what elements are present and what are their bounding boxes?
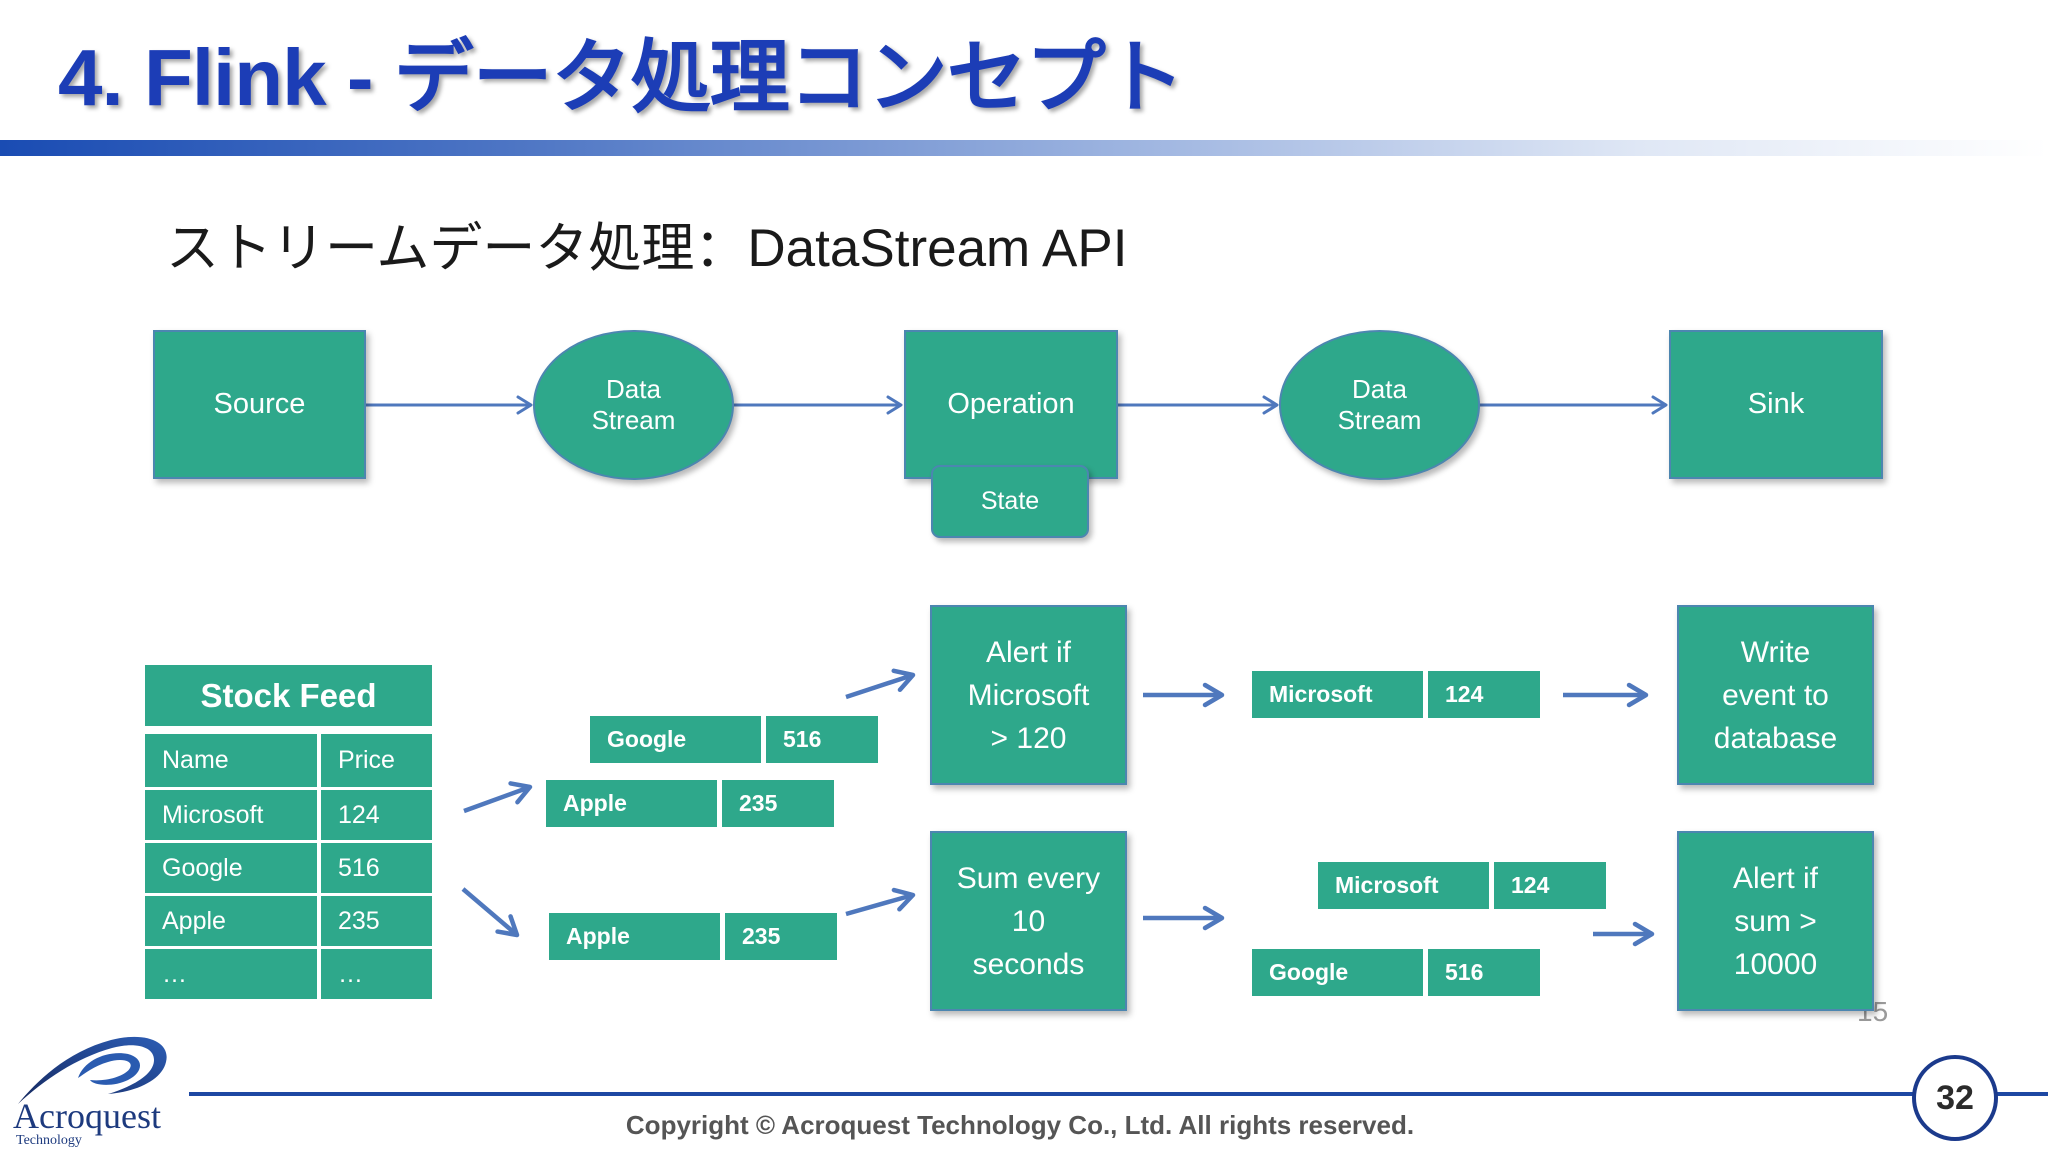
table-cell-price: … <box>321 949 432 999</box>
table-cell-price: 235 <box>321 896 432 946</box>
write-sink-label: Write event to database <box>1713 635 1838 755</box>
event-name: Microsoft <box>1318 862 1489 909</box>
event-name: Apple <box>549 913 720 960</box>
event-price: 235 <box>722 780 834 827</box>
arrow-alert-inputs-to-alert-operation <box>845 668 916 700</box>
alert-operation-label: Alert if Microsoft > 120 <box>967 635 1090 755</box>
event-record: Google 516 <box>1252 949 1540 996</box>
event-record: Apple 235 <box>546 780 834 827</box>
table-cell-price: 516 <box>321 843 432 893</box>
logo-swoosh-inner <box>78 1053 140 1085</box>
event-name: Google <box>1252 949 1423 996</box>
event-price: 516 <box>766 716 878 763</box>
event-record: Microsoft 124 <box>1318 862 1606 909</box>
event-price: 235 <box>725 913 837 960</box>
arrow-feed-to-sum-inputs <box>461 887 520 938</box>
event-price: 516 <box>1428 949 1540 996</box>
logo-swoosh-outer <box>18 1036 167 1104</box>
data-stream-label: Data Stream <box>1337 374 1422 435</box>
table-cell-name: Apple <box>145 896 317 946</box>
page-number: 32 <box>1936 1078 1974 1117</box>
sum-operation-label: Sum every 10 seconds <box>956 861 1101 981</box>
event-name: Apple <box>546 780 717 827</box>
arrow-sum-inputs-to-sum-operation <box>845 887 916 917</box>
alert-sink-label: Alert if sum > 10000 <box>1732 861 1819 981</box>
sink-label: Sink <box>1747 388 1805 420</box>
table-row: Microsoft 124 <box>145 790 432 840</box>
sink-box: Sink <box>1669 330 1883 479</box>
table-row: Apple 235 <box>145 896 432 946</box>
event-price: 124 <box>1494 862 1606 909</box>
table-cell-name: Google <box>145 843 317 893</box>
table-cell-name: … <box>145 949 317 999</box>
data-stream-label: Data Stream <box>591 374 676 435</box>
source-label: Source <box>213 388 306 420</box>
data-stream-ellipse-out: Data Stream <box>1279 330 1480 480</box>
title-underline-gradient <box>0 140 2048 156</box>
table-cell-name: Microsoft <box>145 790 317 840</box>
table-row: … … <box>145 949 432 999</box>
logo-subtitle: Technology <box>16 1133 82 1148</box>
event-record: Apple 235 <box>549 913 837 960</box>
stock-feed-header-row: Name Price <box>145 734 432 787</box>
operation-box: Operation <box>904 330 1118 479</box>
arrow-feed-to-alert-inputs <box>463 781 533 814</box>
event-record: Microsoft 124 <box>1252 671 1540 718</box>
column-header-name: Name <box>145 734 317 787</box>
slide-title: 4. Flink - データ処理コンセプト <box>58 33 1185 122</box>
logo-wordmark: Acroquest <box>13 1096 161 1136</box>
table-row: Google 516 <box>145 843 432 893</box>
table-cell-price: 124 <box>321 790 432 840</box>
state-box: State <box>931 465 1089 538</box>
sum-operation-box: Sum every 10 seconds <box>930 831 1127 1011</box>
footer-divider <box>189 1092 2048 1096</box>
slide-subtitle: ストリームデータ処理：DataStream API <box>166 219 1128 278</box>
column-header-price: Price <box>321 734 432 787</box>
alert-sink-box: Alert if sum > 10000 <box>1677 831 1874 1011</box>
write-sink-box: Write event to database <box>1677 605 1874 785</box>
state-label: State <box>980 487 1040 515</box>
event-record: Google 516 <box>590 716 878 763</box>
event-name: Google <box>590 716 761 763</box>
stock-feed-title: Stock Feed <box>145 665 432 726</box>
event-name: Microsoft <box>1252 671 1423 718</box>
page-number-badge: 32 <box>1912 1055 1998 1141</box>
event-price: 124 <box>1428 671 1540 718</box>
data-stream-ellipse-in: Data Stream <box>533 330 734 480</box>
operation-label: Operation <box>947 388 1075 420</box>
alert-operation-box: Alert if Microsoft > 120 <box>930 605 1127 785</box>
acroquest-logo-icon <box>18 1036 167 1104</box>
copyright-notice: Copyright © Acroquest Technology Co., Lt… <box>625 1110 1415 1140</box>
source-box: Source <box>153 330 366 479</box>
